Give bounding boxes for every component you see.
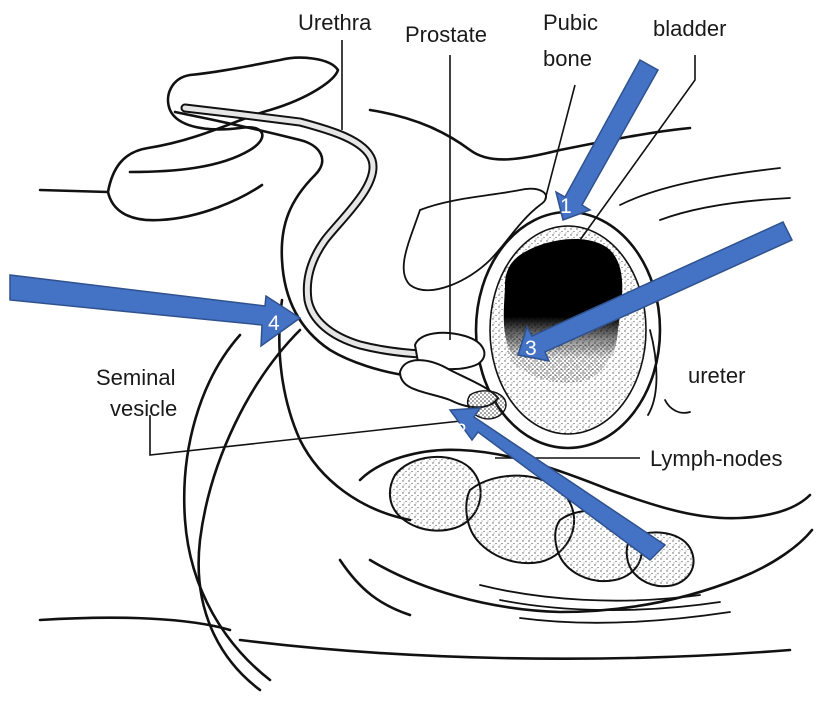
urethra-lumen <box>185 108 505 362</box>
label-lymph-nodes: Lymph-nodes <box>650 446 782 471</box>
arrow-2-number: 2 <box>455 420 467 443</box>
thigh-line <box>40 618 230 630</box>
arrow-4 <box>10 275 300 346</box>
label-ureter: ureter <box>688 363 745 388</box>
label-prostate: Prostate <box>405 22 487 47</box>
arrow-1-number: 1 <box>560 195 572 218</box>
shaft-lower <box>108 185 262 220</box>
rectal-folds <box>480 585 730 623</box>
abdominal-wall <box>370 110 690 159</box>
base-line <box>240 640 790 659</box>
seminal-vesicle-leader <box>150 415 470 455</box>
arrow-4-number: 4 <box>268 312 280 335</box>
label-seminal-2: vesicle <box>110 396 177 421</box>
label-pubic-bone-1: Pubic <box>543 10 598 35</box>
label-bladder: bladder <box>653 16 726 41</box>
label-pubic-bone-2: bone <box>543 46 592 71</box>
arrow-3-number: 3 <box>525 337 537 360</box>
upper-fold-2 <box>660 198 790 220</box>
urethra-channel <box>185 108 505 362</box>
buttock-contour <box>199 330 300 690</box>
rectum-lower-arc <box>340 560 410 615</box>
ureter-path-2 <box>665 400 690 413</box>
pubic-bone-leader <box>545 85 575 200</box>
label-urethra: Urethra <box>298 10 372 35</box>
upper-fold <box>620 168 780 205</box>
label-seminal-1: Seminal <box>96 365 175 390</box>
